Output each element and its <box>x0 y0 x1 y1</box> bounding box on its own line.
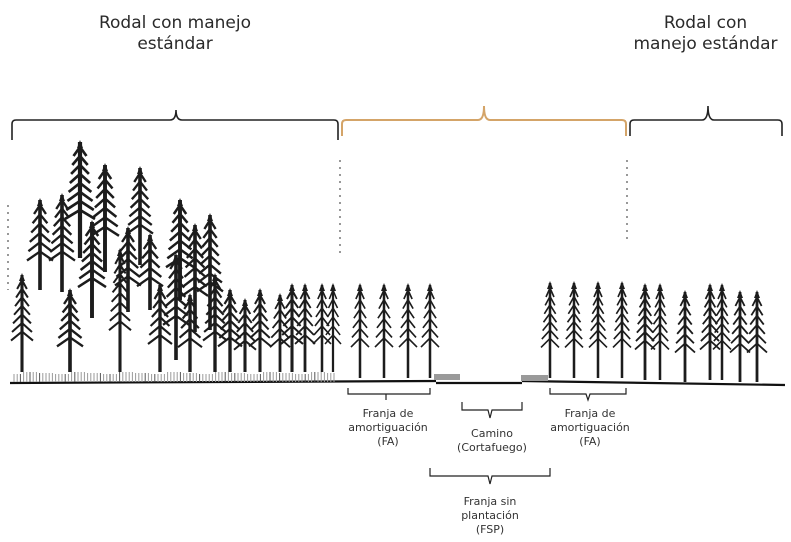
tree-layer <box>10 140 768 382</box>
left-stand-label: Rodal con manejo estándar <box>98 13 252 55</box>
conifer-tree <box>564 281 584 378</box>
road-label: Camino (Cortafuego) <box>457 427 527 454</box>
middle-strip-bracket <box>341 105 627 136</box>
conifer-tree <box>398 283 418 378</box>
conifer-tree <box>729 290 751 382</box>
right-stand-bracket <box>629 105 783 136</box>
conifer-tree <box>674 290 696 382</box>
conifer-tree <box>48 193 76 292</box>
left-stand-bracket <box>11 109 339 140</box>
conifer-tree <box>280 283 304 372</box>
conifer-tree <box>202 273 228 372</box>
conifer-tree <box>712 283 732 380</box>
buffer-left-label: Franja de amortiguación (FA) <box>348 407 428 448</box>
conifer-tree <box>420 283 440 378</box>
conifer-tree <box>10 273 34 372</box>
conifer-tree <box>217 288 243 372</box>
conifer-tree <box>77 220 107 318</box>
buffer-left-bracket <box>347 388 431 400</box>
ground <box>9 379 786 387</box>
buffer-right-label: Franja de amortiguación (FA) <box>550 407 630 448</box>
conifer-tree <box>746 290 768 382</box>
conifer-tree <box>540 281 560 378</box>
conifer-tree <box>312 283 332 372</box>
road-shoulders <box>434 374 548 381</box>
conifer-tree <box>294 283 316 372</box>
conifer-tree <box>26 198 54 290</box>
conifer-tree <box>126 166 154 265</box>
conifer-tree <box>114 226 142 312</box>
no-plant-strip-label: Franja sin plantación (FSP) <box>461 495 519 536</box>
conifer-tree <box>147 283 173 372</box>
conifer-tree <box>162 253 190 360</box>
conifer-tree <box>177 293 203 372</box>
boundary-lines <box>7 160 628 290</box>
conifer-tree <box>350 283 370 378</box>
conifer-tree <box>699 283 721 380</box>
conifer-tree <box>634 283 656 380</box>
conifer-tree <box>64 140 96 258</box>
conifer-tree <box>248 288 272 372</box>
conifer-tree <box>374 283 394 378</box>
road-bracket <box>461 402 523 419</box>
conifer-tree <box>650 283 670 380</box>
conifer-tree <box>90 163 120 272</box>
understory-strip <box>13 372 335 382</box>
conifer-tree <box>56 288 84 372</box>
conifer-tree <box>588 281 608 378</box>
conifer-tree <box>612 281 632 378</box>
buffer-right-bracket <box>549 388 627 402</box>
right-stand-label: Rodal con manejo estándar <box>633 13 778 55</box>
no-plant-bracket <box>429 468 551 485</box>
conifer-tree <box>324 283 342 372</box>
conifer-tree <box>136 233 164 310</box>
